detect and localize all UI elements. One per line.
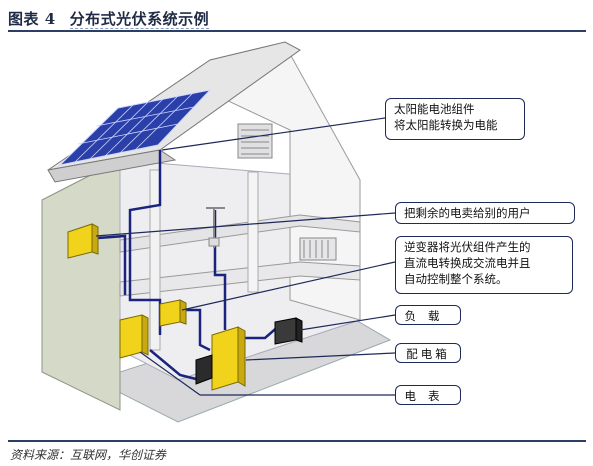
middle-floor-slab: [119, 214, 361, 253]
sell-surplus-callout: 把剩余的电卖给别的用户: [395, 202, 575, 224]
solar-module-callout: 太阳能电池组件 将太阳能转换为电能: [385, 98, 525, 140]
solar-module-line1: 太阳能电池组件: [394, 102, 475, 116]
inverter-line1: 逆变器将光伏组件产生的: [404, 240, 531, 254]
distribution-box-callout: 配电箱: [395, 343, 461, 363]
interior-column: [247, 171, 259, 293]
leader-lines: [95, 117, 396, 396]
roof-eave: [47, 149, 177, 183]
distribution-box-unit: [211, 326, 246, 391]
grid-connection-box: [67, 223, 99, 259]
inverter-line2: 直流电转换成交流电并且: [404, 256, 531, 270]
inverter-line3: 自动控制整个系统。: [404, 272, 508, 286]
figure-title: 图表 4 分布式光伏系统示例: [8, 8, 210, 29]
solar-panel-array: [58, 89, 212, 166]
source-note: 资料来源：互联网，华创证券: [10, 448, 167, 462]
interior-column-left: [149, 169, 161, 351]
meter-box: [119, 314, 149, 359]
inverter-box: [159, 299, 187, 327]
inverter-callout: 逆变器将光伏组件产生的 直流电转换成交流电并且 自动控制整个系统。: [395, 236, 573, 294]
figure-label: 图表 4: [8, 10, 56, 28]
solar-module-line2: 将太阳能转换为电能: [394, 118, 498, 132]
attic-vent: [237, 123, 273, 159]
upper-floor-slab: [119, 261, 361, 297]
load-callout: 负载: [395, 305, 461, 325]
left-wall: [41, 159, 121, 411]
top-rule: [8, 30, 586, 32]
radiator: [299, 237, 337, 261]
load-unit: [274, 317, 303, 345]
wall-fixture: [206, 207, 225, 248]
battery-unit: [195, 354, 213, 385]
bottom-rule: [8, 440, 586, 442]
meter-callout: 电表: [395, 385, 461, 405]
figure-name: 分布式光伏系统示例: [69, 10, 210, 29]
